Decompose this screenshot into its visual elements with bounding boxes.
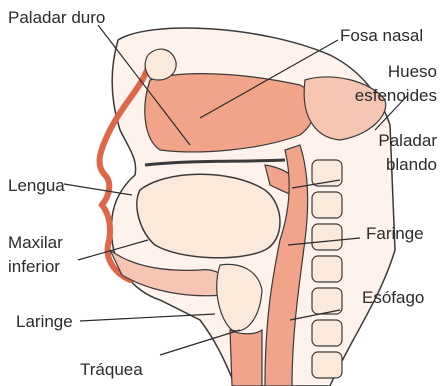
label-esofago: Esófago: [362, 288, 424, 308]
label-laringe: Laringe: [16, 312, 73, 332]
label-inferior: inferior: [8, 257, 60, 277]
label-lengua: Lengua: [8, 176, 65, 196]
label-hueso: Hueso: [362, 62, 437, 82]
trachea: [230, 330, 262, 386]
vertebrae: [312, 160, 342, 378]
label-paladar: Paladar: [360, 131, 437, 151]
label-blando: blando: [360, 155, 437, 175]
label-maxilar: Maxilar: [8, 233, 63, 253]
label-faringe: Faringe: [366, 224, 424, 244]
label-fosa-nasal: Fosa nasal: [340, 26, 423, 46]
frontal-sinus: [145, 49, 176, 80]
tongue: [137, 174, 280, 258]
label-esfenoides: esfenoides: [340, 86, 437, 106]
label-paladar-duro: Paladar duro: [8, 8, 105, 28]
label-traquea: Tráquea: [80, 360, 143, 380]
